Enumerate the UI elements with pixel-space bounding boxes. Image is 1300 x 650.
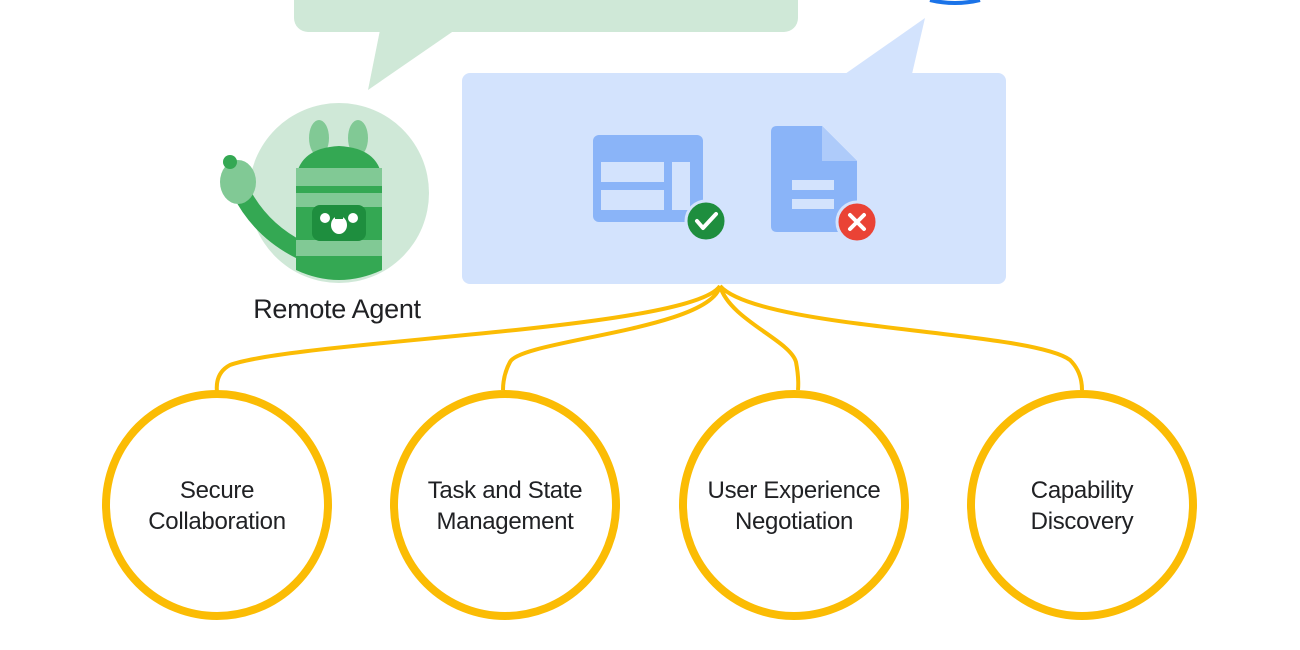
capability-label-task-state-management: Task and State Management xyxy=(400,475,610,537)
content-speech-bubble xyxy=(462,18,1006,284)
remote-agent-label: Remote Agent xyxy=(253,294,421,324)
capability-circles xyxy=(102,390,1197,620)
connector-capability-discovery xyxy=(718,284,1084,391)
capability-label-line1: Capability xyxy=(1030,477,1134,504)
circle-user-experience-negotiation xyxy=(679,390,909,620)
capability-label-line2: Management xyxy=(436,508,574,535)
capability-label-line1: User Experience xyxy=(707,477,881,504)
circle-capability-discovery xyxy=(967,390,1197,620)
top-speech-bubble xyxy=(294,0,798,90)
capability-label-secure-collaboration: Secure Collaboration xyxy=(112,475,322,537)
cross-badge-icon xyxy=(835,200,879,244)
capability-label-line2: Discovery xyxy=(1030,508,1134,535)
connector-secure-collaboration xyxy=(214,284,722,393)
remote-agent-avatar xyxy=(220,103,429,283)
capability-label-line1: Secure xyxy=(179,477,255,504)
capability-label-user-experience-negotiation: User Experience Negotiation xyxy=(689,475,899,537)
capability-label-capability-discovery: Capability Discovery xyxy=(977,475,1187,537)
table-layout-icon xyxy=(593,135,703,222)
connector-user-experience xyxy=(718,285,801,391)
circle-task-state-management xyxy=(390,390,620,620)
check-badge-icon xyxy=(684,199,728,243)
connector-lines xyxy=(214,284,1084,393)
capability-label-line2: Negotiation xyxy=(734,508,854,535)
cropped-top-right-shape xyxy=(929,0,981,5)
document-icon xyxy=(771,126,857,232)
connector-task-state xyxy=(501,285,722,391)
circle-secure-collaboration xyxy=(102,390,332,620)
capability-label-line1: Task and State xyxy=(427,477,583,504)
capability-label-line2: Collaboration xyxy=(148,508,286,535)
